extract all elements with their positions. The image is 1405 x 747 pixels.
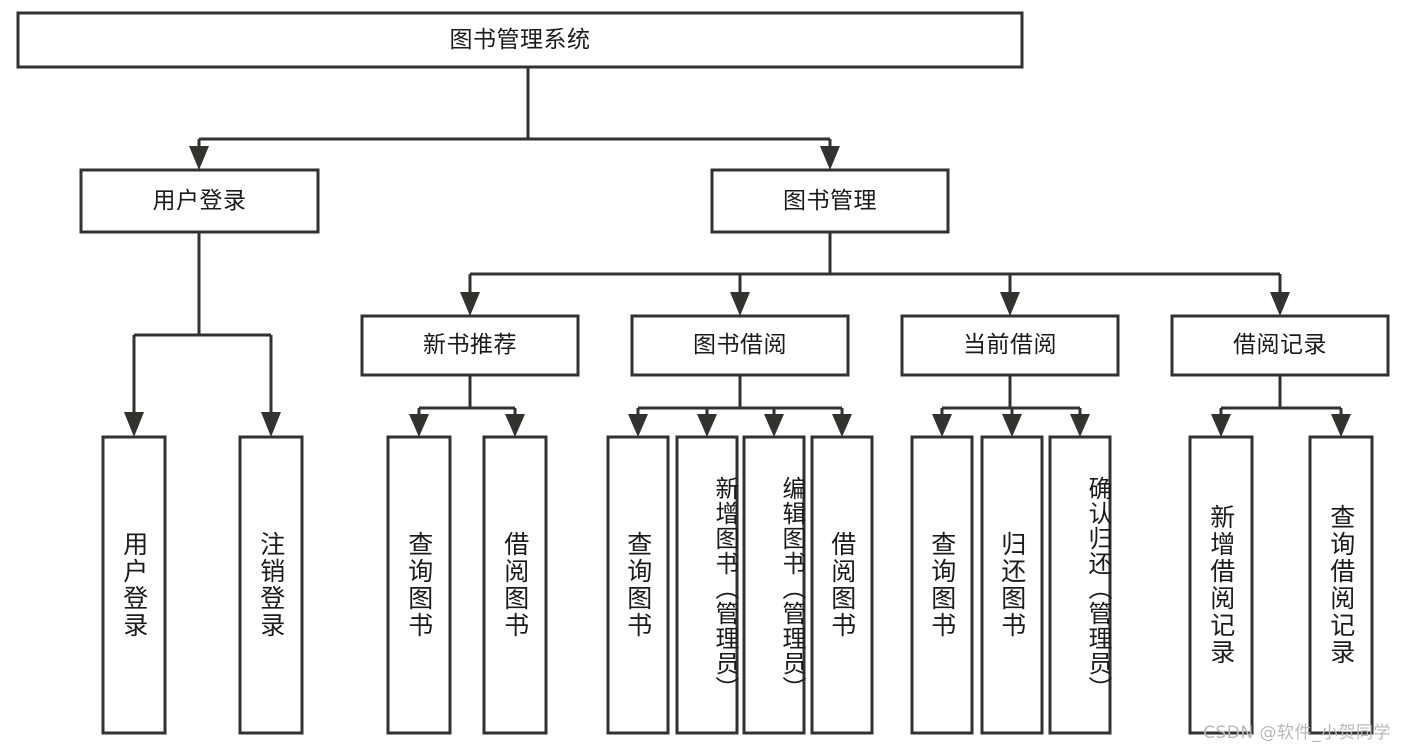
node-box-leaf-query-record[interactable] [1308, 435, 1374, 735]
node-box-book-borrow[interactable] [630, 314, 850, 377]
connector-borrow-record-to-leaves [1211, 375, 1351, 437]
node-box-current-borrow[interactable] [900, 314, 1120, 377]
node-box-leaf-add-book[interactable] [675, 435, 739, 735]
node-box-book-management[interactable] [710, 168, 950, 234]
node-box-leaf-borrow-book-2[interactable] [810, 435, 874, 735]
connector-root-to-level2 [189, 67, 840, 170]
node-box-leaf-borrow-book-1[interactable] [482, 435, 548, 735]
node-box-leaf-return-book[interactable] [980, 435, 1044, 735]
node-box-new-book-recommend[interactable] [360, 314, 580, 377]
connector-new-book-recommend-to-leaves [409, 375, 525, 437]
node-box-leaf-query-book-1[interactable] [386, 435, 452, 735]
csdn-watermark: CSDN @软件_小贺同学 [1203, 723, 1391, 743]
node-box-leaf-add-record[interactable] [1188, 435, 1254, 735]
node-box-leaf-edit-book[interactable] [742, 435, 806, 735]
node-box-root[interactable] [16, 11, 1024, 69]
node-box-leaf-user-login[interactable] [101, 435, 167, 735]
node-box-user-login[interactable] [79, 168, 320, 234]
node-box-leaf-confirm-return[interactable] [1048, 435, 1112, 735]
node-box-leaf-query-book-2[interactable] [606, 435, 670, 735]
connector-book-borrow-to-leaves [628, 375, 852, 437]
node-box-borrow-record[interactable] [1170, 314, 1390, 377]
connector-user-login-to-leaves [124, 232, 281, 437]
connector-current-borrow-to-leaves [932, 375, 1090, 437]
node-box-leaf-logout-login[interactable] [238, 435, 304, 735]
connector-book-management-to-level3 [460, 232, 1290, 316]
node-box-leaf-query-book-3[interactable] [910, 435, 974, 735]
